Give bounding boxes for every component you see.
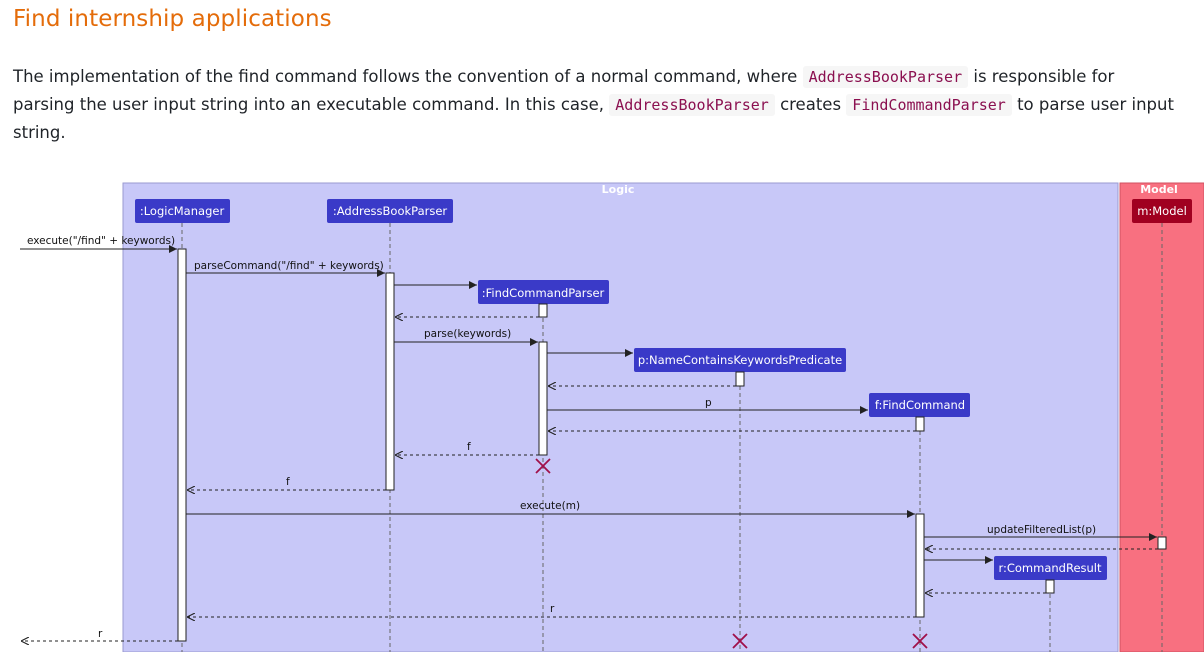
participant-model: [1132, 199, 1192, 223]
label-return-f2: f: [286, 476, 290, 488]
label-return-r2: r: [98, 628, 103, 640]
activation-logic-manager: [177, 248, 187, 642]
destroy-predicate: [732, 633, 748, 649]
participant-find-command: [869, 393, 970, 417]
participant-predicate: [634, 348, 846, 372]
participant-find-command-parser-label: :FindCommandParser: [482, 286, 605, 300]
label-return-f1: f: [467, 441, 471, 453]
activation-address-book-parser: [385, 272, 395, 491]
activation-model: [1157, 536, 1167, 550]
participant-address-book-parser-label: :AddressBookParser: [333, 204, 448, 218]
participant-predicate-label: p:NameContainsKeywordsPredicate: [638, 353, 842, 367]
activation-predicate: [735, 371, 745, 387]
para-text-3: parsing the user input string into an ex…: [13, 95, 605, 114]
participant-find-command-parser: [478, 280, 609, 304]
participant-logic-manager-label: :LogicManager: [140, 204, 225, 218]
label-parse-command: parseCommand("/find" + keywords): [194, 260, 384, 272]
activation-find-command-parser-parse: [538, 341, 548, 456]
label-execute-find: execute("/find" + keywords): [27, 235, 175, 247]
participant-command-result: [994, 556, 1107, 580]
label-execute-m: execute(m): [520, 500, 580, 512]
participant-model-label: m:Model: [1137, 204, 1187, 218]
label-update-filtered-list: updateFilteredList(p): [987, 524, 1096, 536]
destroy-find-command-parser: [535, 458, 551, 474]
para-text-6: string.: [13, 123, 66, 142]
para-text-2: is responsible for: [973, 67, 1115, 86]
para-text-1: The implementation of the find command f…: [13, 67, 798, 86]
code-find-command-parser: FindCommandParser: [846, 94, 1012, 116]
participant-logic-manager: [135, 199, 230, 223]
description-paragraph: The implementation of the find command f…: [13, 63, 1204, 147]
activation-find-command-parser-init: [538, 303, 548, 318]
logic-box: [122, 182, 1119, 652]
activation-find-command-init: [915, 416, 925, 432]
label-parse-keywords: parse(keywords): [424, 328, 511, 340]
section-heading: Find internship applications: [13, 6, 332, 32]
code-address-book-parser-2: AddressBookParser: [609, 94, 775, 116]
para-text-4: creates: [780, 95, 842, 114]
logic-box-label: Logic: [602, 183, 635, 196]
participant-command-result-label: r:CommandResult: [998, 561, 1102, 575]
code-address-book-parser: AddressBookParser: [802, 66, 969, 88]
activation-find-command-execute: [915, 513, 925, 618]
activation-command-result: [1045, 579, 1055, 594]
participant-address-book-parser: [327, 199, 453, 223]
participant-find-command-label: f:FindCommand: [875, 398, 965, 412]
para-text-5: to parse user input: [1017, 95, 1174, 114]
label-p-arg: p: [705, 397, 712, 409]
label-return-r1: r: [550, 603, 555, 615]
model-box-label: Model: [1140, 183, 1178, 196]
destroy-find-command: [912, 633, 928, 649]
